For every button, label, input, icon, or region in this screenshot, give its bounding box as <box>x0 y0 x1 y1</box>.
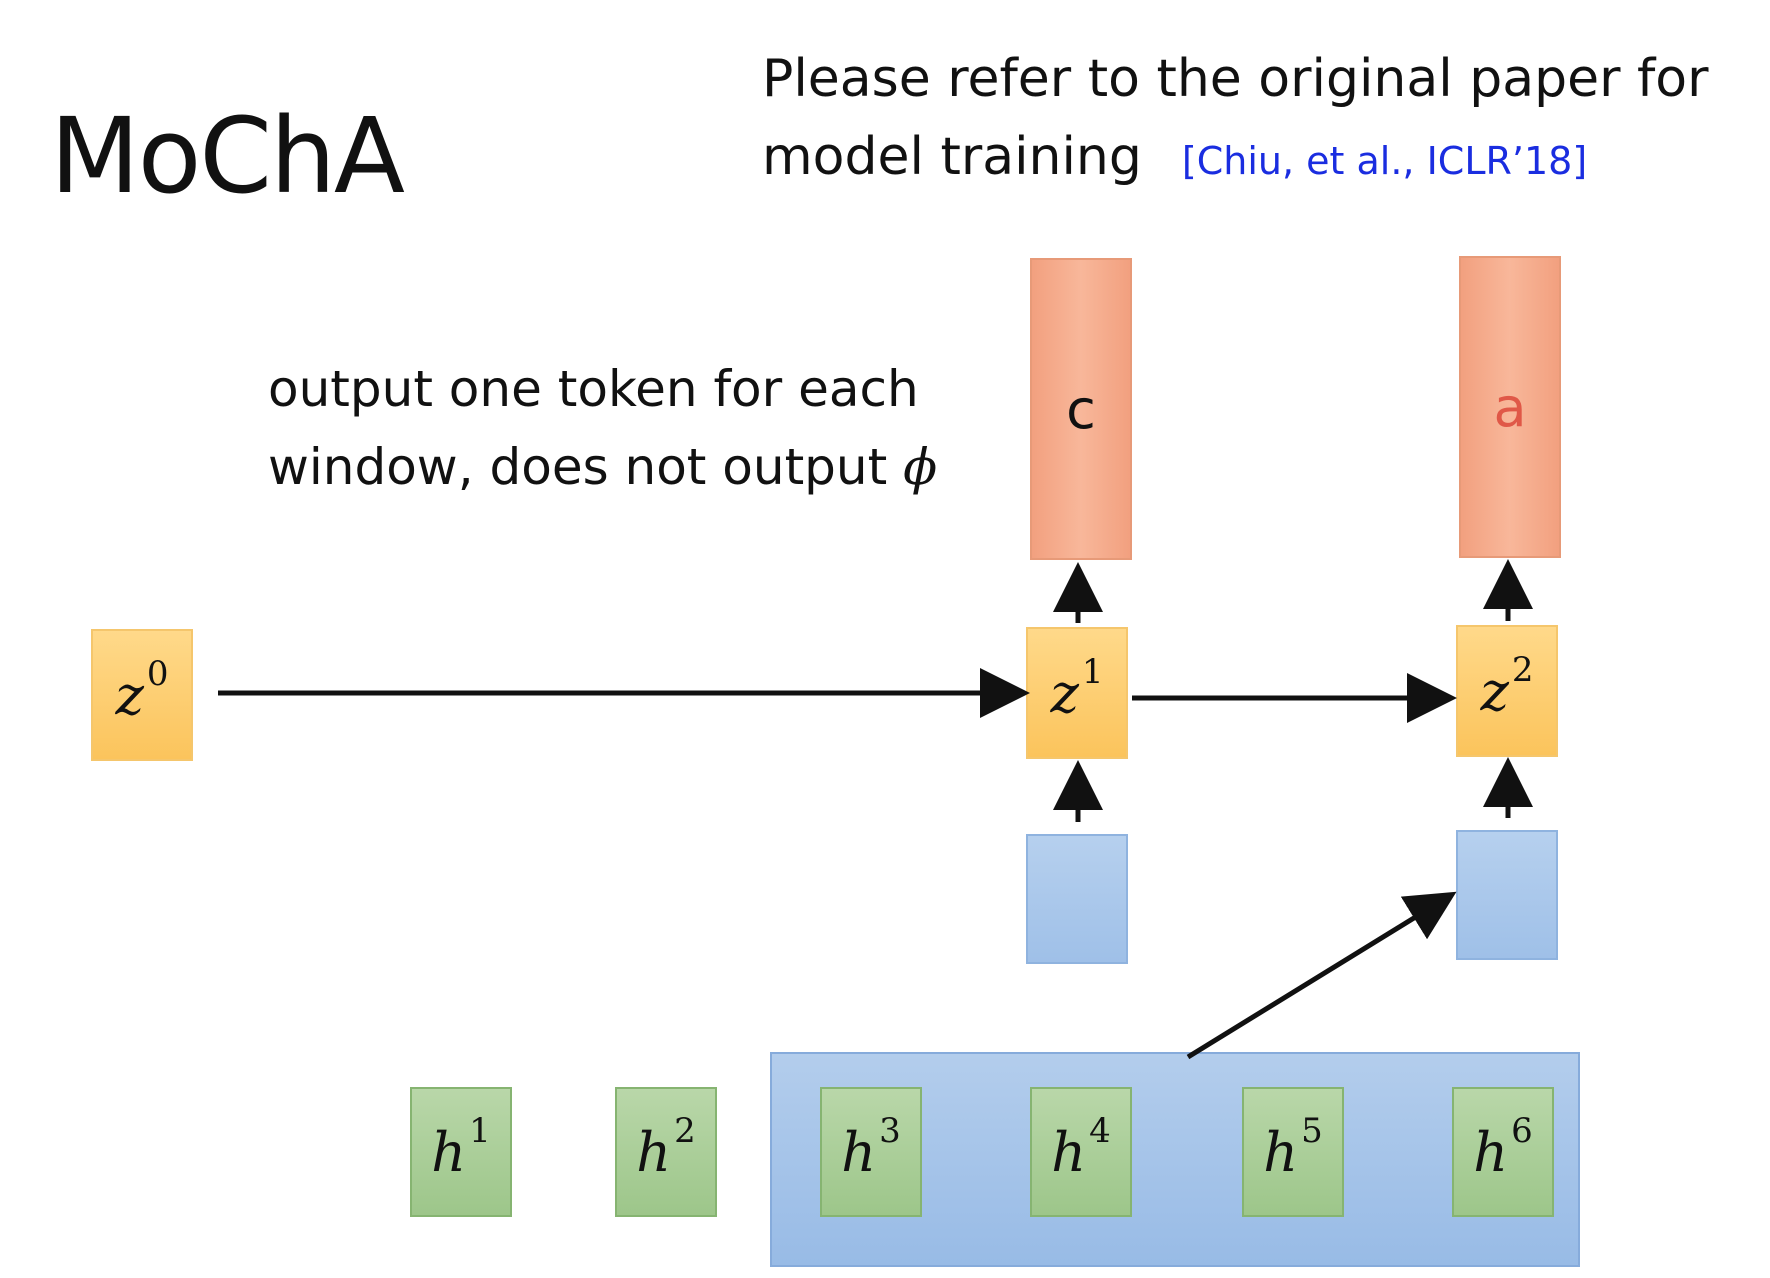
h1-sup: 1 <box>469 1110 491 1151</box>
z2-sup: 2 <box>1511 649 1534 690</box>
decoder-state-z0: z0 <box>91 629 193 761</box>
decoder-state-z2: z2 <box>1456 625 1558 757</box>
z1-sup: 1 <box>1081 651 1104 692</box>
output-token-a-label: a <box>1493 375 1527 439</box>
h6-sup: 6 <box>1511 1110 1533 1151</box>
output-token-c-label: c <box>1066 377 1096 441</box>
description-text: output one token for each window, does n… <box>268 360 919 496</box>
encoder-state-h4: h4 <box>1030 1087 1132 1217</box>
h6-base: h <box>1473 1120 1509 1184</box>
h3-base: h <box>841 1120 877 1184</box>
h1-base: h <box>431 1120 467 1184</box>
h3-label: h3 <box>841 1111 900 1184</box>
z1-label: z1 <box>1050 652 1103 725</box>
h1-label: h1 <box>431 1111 490 1184</box>
paper-note: Please refer to the original paper for m… <box>762 40 1762 200</box>
h4-label: h4 <box>1051 1111 1110 1184</box>
z0-base: z <box>115 663 144 727</box>
h5-sup: 5 <box>1301 1110 1323 1151</box>
h5-base: h <box>1263 1120 1299 1184</box>
paper-note-text: Please refer to the original paper for m… <box>762 49 1709 187</box>
context-vector-1 <box>1026 834 1128 964</box>
z0-label: z0 <box>115 654 168 727</box>
h2-sup: 2 <box>674 1110 696 1151</box>
h5-label: h5 <box>1263 1111 1322 1184</box>
slide-title: MoChA <box>50 95 405 217</box>
encoder-state-h3: h3 <box>820 1087 922 1217</box>
h3-sup: 3 <box>879 1110 901 1151</box>
encoder-state-h1: h1 <box>410 1087 512 1217</box>
encoder-state-h6: h6 <box>1452 1087 1554 1217</box>
encoder-state-h5: h5 <box>1242 1087 1344 1217</box>
h6-label: h6 <box>1473 1111 1532 1184</box>
h4-sup: 4 <box>1089 1110 1111 1151</box>
description: output one token for each window, does n… <box>268 350 1028 506</box>
context-vector-2 <box>1456 830 1558 960</box>
h2-label: h2 <box>636 1111 695 1184</box>
output-token-c: c <box>1030 258 1132 560</box>
encoder-state-h2: h2 <box>615 1087 717 1217</box>
z2-base: z <box>1480 659 1509 723</box>
decoder-state-z1: z1 <box>1026 627 1128 759</box>
z0-sup: 0 <box>146 653 169 694</box>
output-token-a: a <box>1459 256 1561 558</box>
citation-link: [Chiu, et al., ICLR’18] <box>1181 139 1588 183</box>
h4-base: h <box>1051 1120 1087 1184</box>
z1-base: z <box>1050 661 1079 725</box>
h2-base: h <box>636 1120 672 1184</box>
z2-label: z2 <box>1480 650 1533 723</box>
arrow-window-to-context2 <box>1186 891 1457 1060</box>
phi-symbol: ϕ <box>903 438 938 496</box>
